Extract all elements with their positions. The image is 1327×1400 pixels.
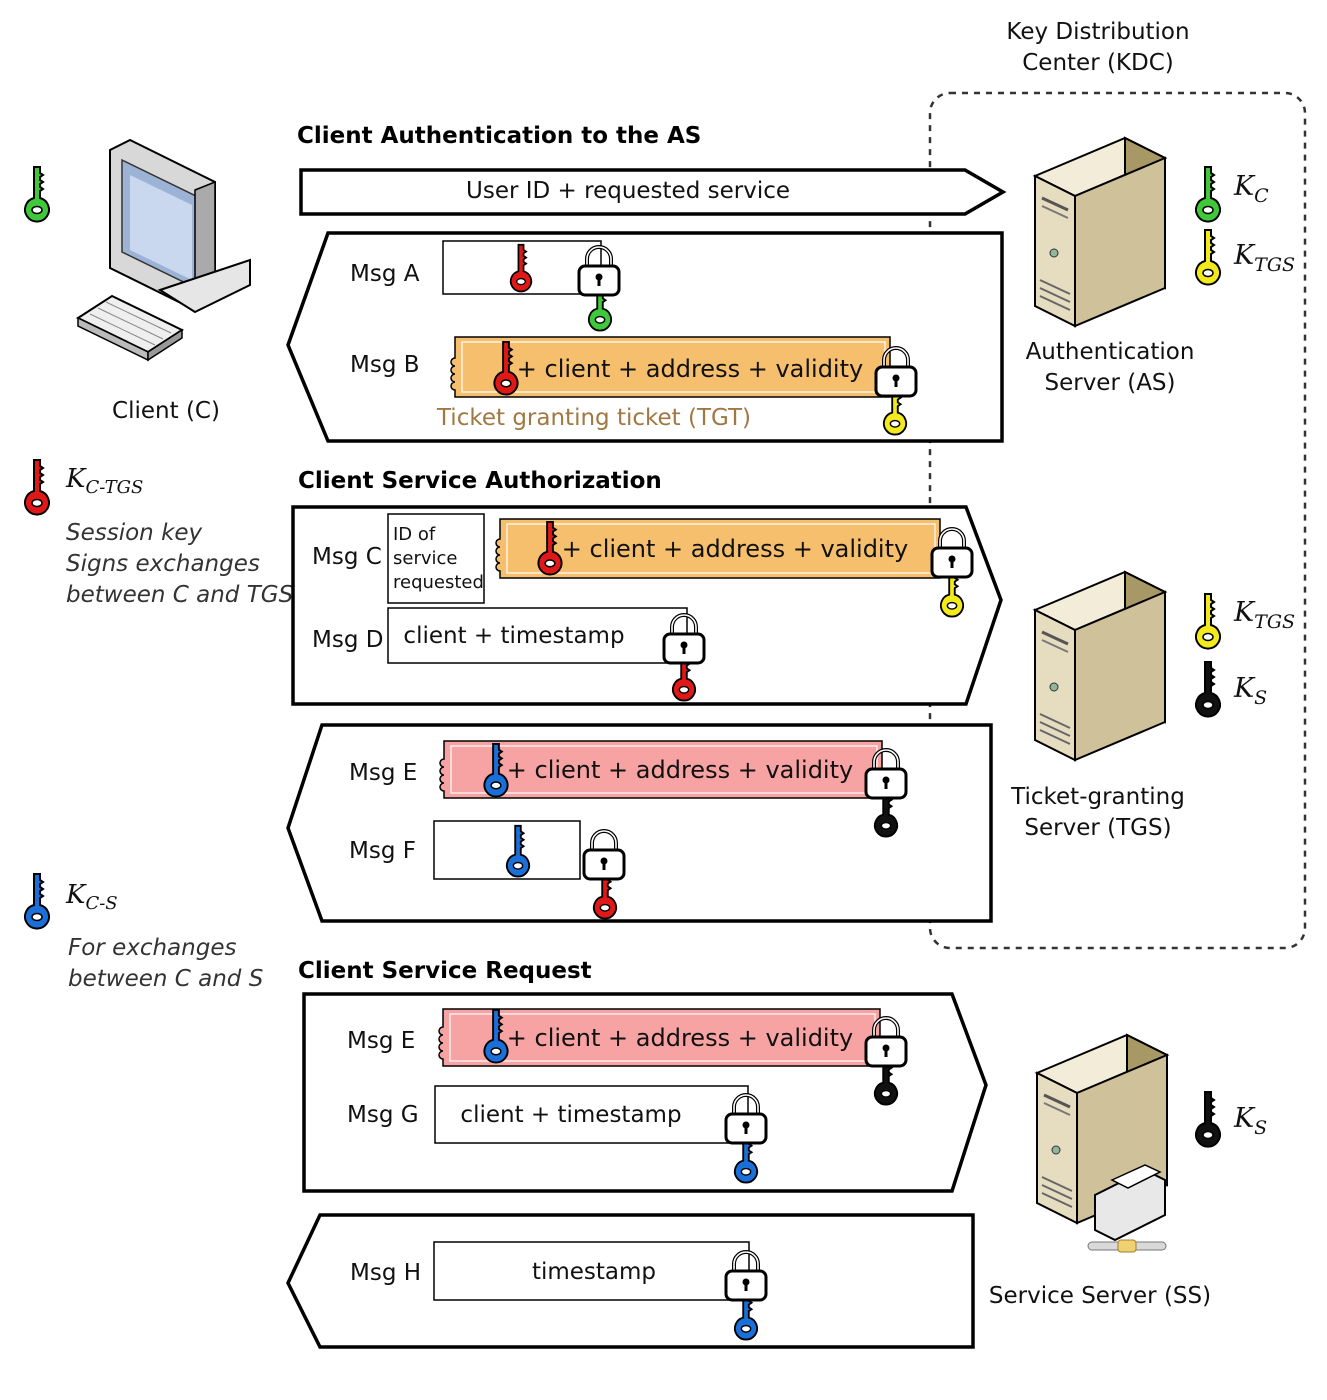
ks-symbol: KS	[1233, 673, 1267, 709]
section-heading-auth: Client Authentication to the AS	[297, 123, 701, 149]
msg-h-text: timestamp	[532, 1259, 656, 1285]
green-key-icon	[24, 166, 50, 223]
black-key-icon	[1195, 661, 1221, 718]
ticket-granting-server-icon	[1033, 570, 1167, 762]
service-id-line1: ID of	[393, 524, 436, 545]
yellow-key-icon	[1195, 593, 1221, 650]
msg-a-label: Msg A	[350, 261, 420, 287]
msg-c-ticket-text: + client + address + validity	[562, 535, 908, 563]
kdc-title-line2: Center (KDC)	[1022, 50, 1174, 76]
black-key-icon	[1195, 1091, 1221, 1148]
kctgs-symbol: KC-TGS	[65, 464, 143, 498]
user-id-msg: User ID + requested service	[466, 178, 790, 204]
kcs-desc-line2: between C and S	[68, 966, 263, 992]
msg-g-box	[434, 1085, 749, 1144]
msg-b-label: Msg B	[350, 352, 420, 378]
kctgs-desc-line1: Session key	[66, 520, 203, 546]
client-label: Client (C)	[112, 398, 220, 424]
section-heading-request: Client Service Request	[298, 958, 592, 984]
kctgs-desc-line3: between C and TGS	[66, 582, 293, 608]
msg-h-box	[433, 1241, 750, 1301]
service-id-line2: service	[393, 548, 457, 569]
kcs-symbol: KC-S	[65, 880, 118, 914]
green-key-icon	[1195, 166, 1221, 223]
ss-label: Service Server (SS)	[989, 1283, 1211, 1309]
msg-d-box	[387, 607, 688, 664]
msg-e2-ticket-text: + client + address + validity	[507, 1024, 853, 1052]
as-label-line2: Server (AS)	[1044, 370, 1175, 396]
msg-g-label: Msg G	[347, 1102, 419, 1128]
ktgs-symbol: KTGS	[1233, 240, 1295, 276]
tgt-ticket	[450, 336, 891, 398]
yellow-key-icon	[1195, 229, 1221, 286]
service-id-box	[387, 513, 485, 604]
msg-d-text: client + timestamp	[403, 623, 624, 649]
tgt-caption: Ticket granting ticket (TGT)	[436, 405, 751, 431]
msg-e2-label: Msg E	[347, 1028, 415, 1054]
msg-d-label: Msg D	[312, 627, 383, 653]
msg-h-label: Msg H	[350, 1260, 421, 1286]
blue-key-icon	[24, 873, 50, 930]
ktgs-symbol-tgs: KTGS	[1233, 597, 1295, 633]
kc-symbol: KC	[1233, 171, 1269, 207]
msg-b-ticket-text: + client + address + validity	[517, 355, 863, 383]
msg-g-text: client + timestamp	[460, 1102, 681, 1128]
tgs-label-line2: Server (TGS)	[1024, 815, 1171, 841]
service-server-icon	[1035, 1033, 1169, 1253]
service-ticket	[439, 740, 883, 799]
as-label-line1: Authentication	[1026, 339, 1195, 365]
service-id-line3: requested	[393, 572, 484, 593]
kdc-title-line1: Key Distribution	[1006, 19, 1189, 45]
section-heading-authorization: Client Service Authorization	[298, 468, 662, 494]
msg-c-label: Msg C	[312, 544, 382, 570]
client-computer-icon	[75, 138, 251, 362]
kcs-desc-line1: For exchanges	[68, 935, 236, 961]
request-arrow-right	[299, 168, 1007, 216]
red-key-icon	[24, 459, 50, 516]
tgs-label-line1: Ticket-granting	[1010, 784, 1185, 810]
msg-f-label: Msg F	[349, 838, 416, 864]
msg-e-label: Msg E	[349, 760, 417, 786]
kctgs-desc-line2: Signs exchanges	[66, 551, 260, 577]
authentication-server-icon	[1033, 136, 1167, 328]
tgt-ticket	[495, 518, 941, 579]
ks-symbol-ss: KS	[1233, 1103, 1267, 1139]
kdc-boundary	[928, 91, 1307, 950]
msg-e-ticket-text: + client + address + validity	[507, 756, 853, 784]
